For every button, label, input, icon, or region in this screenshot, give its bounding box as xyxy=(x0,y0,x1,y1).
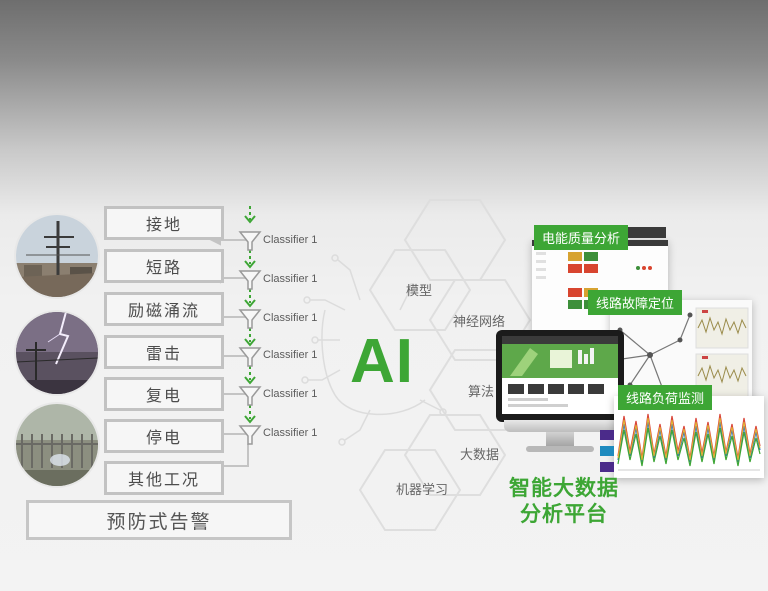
category-inrush-current: 励磁涌流 xyxy=(104,292,224,326)
monitor-chin xyxy=(504,420,616,432)
platform-title-line2: 分析平台 xyxy=(520,502,608,526)
classifier-label: Classifier 1 xyxy=(263,388,318,400)
ai-label: AI xyxy=(350,327,414,396)
stat-tile xyxy=(600,446,614,456)
preventive-alert-box: 预防式告警 xyxy=(26,500,292,540)
hex-label-machine-learning: 机器学习 xyxy=(396,483,449,498)
classifier-label: Classifier 1 xyxy=(263,427,318,439)
power-quality-header-bar xyxy=(624,227,666,238)
tag-power-quality: 电能质量分析 xyxy=(534,225,629,250)
classifier-label: Classifier 1 xyxy=(263,273,318,285)
monitor-base xyxy=(526,446,594,452)
classifier-label: Classifier 1 xyxy=(263,312,318,324)
monitor xyxy=(496,330,624,422)
hex-label-algorithm: 算法 xyxy=(468,385,495,400)
category-grounding: 接地 xyxy=(104,206,224,240)
category-lightning: 雷击 xyxy=(104,335,224,369)
hex-label-model: 模型 xyxy=(406,284,433,299)
stat-tile xyxy=(600,430,614,440)
platform-title-line1: 智能大数据 xyxy=(509,476,619,500)
stat-tile xyxy=(600,462,614,472)
classifier-label: Classifier 1 xyxy=(263,234,318,246)
monitor-stand xyxy=(546,432,574,448)
classifier-label: Classifier 1 xyxy=(263,349,318,361)
category-power-restore: 复电 xyxy=(104,377,224,411)
hex-label-neural-network: 神经网络 xyxy=(453,315,506,330)
category-other: 其他工况 xyxy=(104,461,224,495)
tag-load-monitor: 线路负荷监测 xyxy=(618,385,713,410)
hex-label-big-data: 大数据 xyxy=(460,448,500,463)
category-outage: 停电 xyxy=(104,419,224,453)
tag-fault-location: 线路故障定位 xyxy=(588,290,683,315)
category-short-circuit: 短路 xyxy=(104,249,224,283)
substation-photo xyxy=(16,215,98,297)
